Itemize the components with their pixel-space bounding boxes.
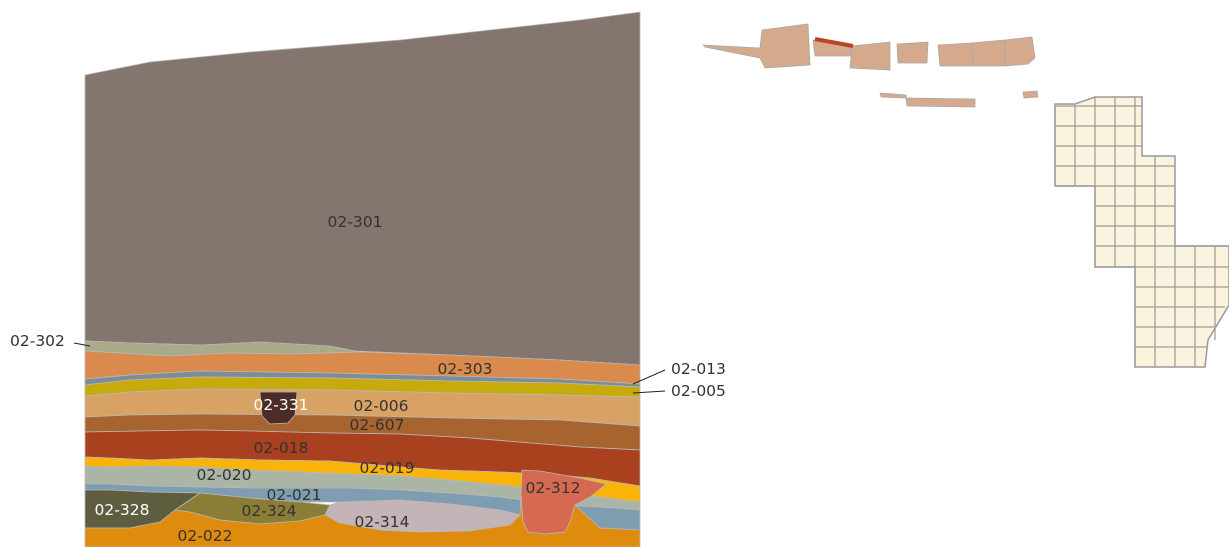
leader-line-02-013 [632,369,666,385]
excavation-grid-squares [1054,97,1229,367]
label-02-331: 02-331 [254,396,309,414]
label-02-324: 02-324 [242,502,297,520]
layer-02-301 [84,11,641,366]
section-labels: 02-301 02-302 02-303 02-013 02-005 02-33… [10,213,726,545]
trench-4 [896,41,929,64]
trench-1 [701,23,811,69]
leader-lines [73,342,666,394]
label-02-006: 02-006 [354,397,409,415]
label-02-018: 02-018 [254,439,309,457]
leader-line-02-005 [632,390,666,394]
trench-plan [701,23,1039,108]
label-02-013: 02-013 [671,360,726,378]
label-02-019: 02-019 [360,459,415,477]
trench-9 [905,97,976,108]
trench-5 [937,42,974,67]
label-02-020: 02-020 [197,466,252,484]
label-02-328: 02-328 [95,501,150,519]
label-02-022: 02-022 [178,527,233,545]
label-02-314: 02-314 [355,513,410,531]
trench-7 [1004,36,1036,67]
section-profile [84,11,641,547]
label-02-607: 02-607 [350,416,405,434]
trench-8 [879,92,907,99]
trench-6 [971,39,1006,67]
layer-02-022 [84,494,641,547]
label-02-302: 02-302 [10,332,65,350]
layer-02-331 [259,391,298,425]
label-02-005: 02-005 [671,382,726,400]
label-02-312: 02-312 [526,479,581,497]
trench-3 [849,41,891,71]
leader-line-02-302 [73,342,91,347]
site-plan [701,23,1229,368]
label-02-303: 02-303 [438,360,493,378]
section-location-marker [814,37,854,48]
label-02-301: 02-301 [328,213,383,231]
trench-10 [1022,90,1039,99]
label-02-021: 02-021 [267,486,322,504]
